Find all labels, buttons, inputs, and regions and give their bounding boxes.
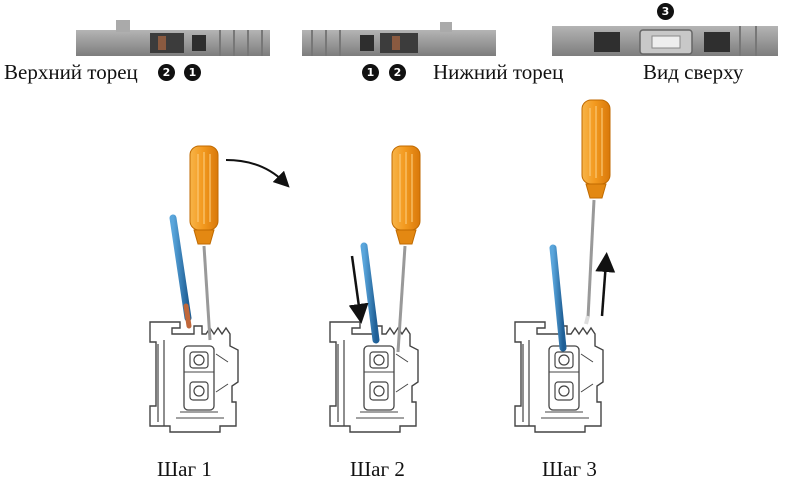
wire-icon xyxy=(360,242,380,344)
top-end-label: Верхний торец xyxy=(4,60,138,84)
down-arrow-icon xyxy=(348,255,369,324)
step3-label: Шаг 3 xyxy=(542,457,597,481)
step2-illustration xyxy=(329,145,421,433)
badge-2-icon: 2 xyxy=(389,64,406,81)
screwdriver-icon xyxy=(391,145,421,245)
top-end-view xyxy=(76,20,270,56)
bottom-end-view xyxy=(302,22,496,56)
badge-1-icon: 1 xyxy=(184,64,201,81)
step1-illustration xyxy=(149,145,290,433)
bottom-end-label: Нижний торец xyxy=(433,60,564,84)
step1-label: Шаг 1 xyxy=(157,457,212,481)
top-view-photo xyxy=(552,26,778,56)
wire-icon xyxy=(549,244,567,352)
screwdriver-icon xyxy=(581,99,611,199)
step2-label: Шаг 2 xyxy=(350,457,405,481)
up-arrow-icon xyxy=(595,252,616,317)
step3-illustration xyxy=(514,99,616,433)
top-view-label: Вид сверху xyxy=(643,60,744,84)
badge-1-icon: 1 xyxy=(362,64,379,81)
badge-2-icon: 2 xyxy=(158,64,175,81)
curved-arrow-icon xyxy=(225,159,290,188)
badge-3-icon: 3 xyxy=(657,3,674,20)
wire-icon xyxy=(169,214,192,322)
screwdriver-icon xyxy=(189,145,219,245)
